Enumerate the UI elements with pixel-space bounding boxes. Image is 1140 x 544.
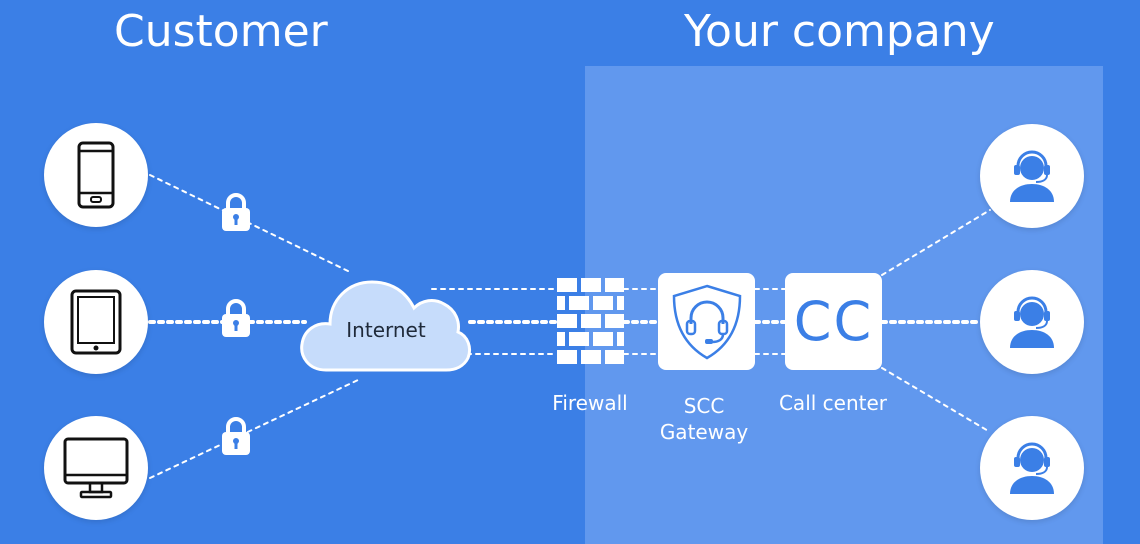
tablet-device bbox=[44, 270, 148, 374]
lock-icon bbox=[222, 193, 250, 231]
company-heading: Your company bbox=[684, 6, 995, 57]
customer-heading: Customer bbox=[114, 6, 328, 57]
lock-icon bbox=[222, 417, 250, 455]
agent-bottom bbox=[980, 416, 1084, 520]
call-center-label: Call center bbox=[778, 391, 888, 415]
cc-to-agent-bottom-line bbox=[881, 367, 991, 433]
scc-gateway-label-line2: Gateway bbox=[659, 420, 749, 444]
scc-gateway-label: SCC Gateway bbox=[648, 393, 760, 445]
scc-gateway-box bbox=[658, 273, 755, 370]
phone-icon bbox=[77, 141, 115, 209]
lock-icon bbox=[222, 299, 250, 337]
tablet-icon bbox=[70, 289, 122, 355]
firewall-label: Firewall bbox=[552, 391, 628, 415]
agent-top bbox=[980, 124, 1084, 228]
headset-agent-icon bbox=[1010, 150, 1054, 202]
call-center-logo-text: CC bbox=[793, 290, 874, 353]
headset-agent-icon bbox=[1010, 296, 1054, 348]
desktop-device bbox=[44, 416, 148, 520]
desktop-icon bbox=[63, 437, 129, 499]
internet-label: Internet bbox=[346, 318, 426, 342]
phone-device bbox=[44, 123, 148, 227]
scc-gateway-label-line1: SCC bbox=[683, 394, 725, 418]
shield-headset-icon bbox=[672, 284, 741, 359]
cc-to-agent-top-line bbox=[881, 209, 991, 276]
firewall-icon bbox=[557, 278, 624, 364]
desktop-to-internet-line bbox=[149, 379, 359, 479]
headset-agent-icon bbox=[1010, 442, 1054, 494]
agent-middle bbox=[980, 270, 1084, 374]
call-center-box: CC bbox=[785, 273, 882, 370]
cloud-icon bbox=[300, 280, 472, 372]
